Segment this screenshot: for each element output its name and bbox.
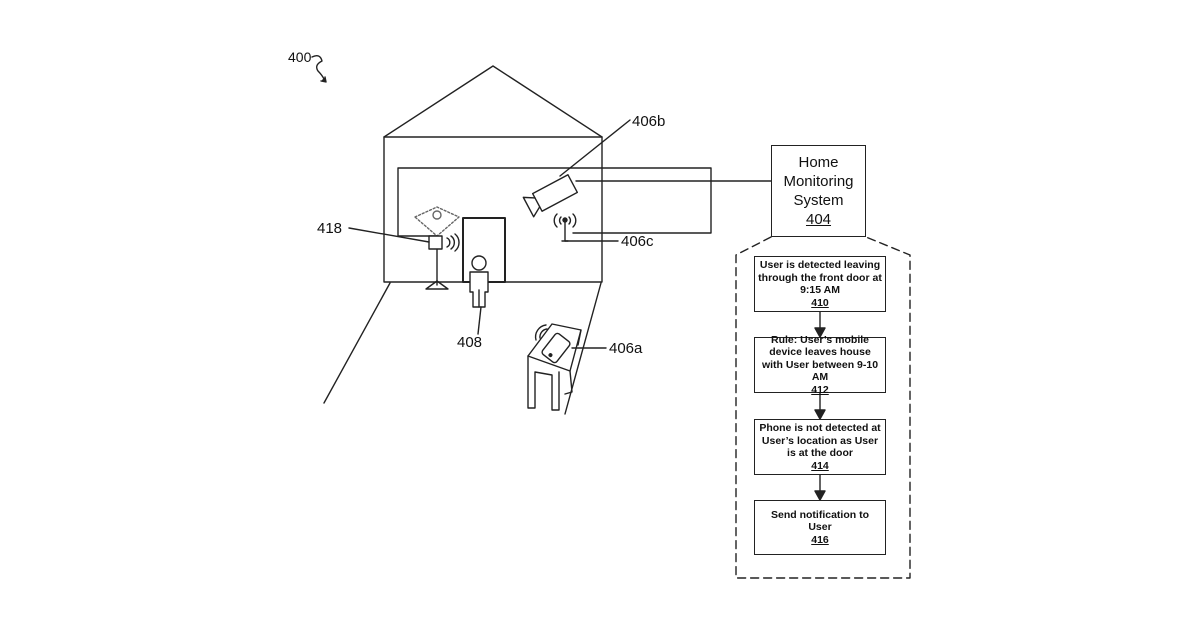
person-icon [470,256,488,307]
leader-408 [478,307,481,334]
system-line-1: Home [798,153,838,172]
system-line-3: System [793,191,843,210]
figure-number: 400 [288,49,312,65]
leader-418 [349,228,429,242]
label-wifi-hub: 406c [621,233,654,250]
label-lamp-device: 418 [317,220,342,237]
step-number: 412 [811,384,829,397]
flow-step-414: Phone is not detected at User’s location… [754,419,886,475]
system-number: 404 [806,210,831,229]
flow-step-412: Rule: User’s mobile device leaves house … [754,337,886,393]
system-line-2: Monitoring [783,172,853,191]
step-text: User is detected leaving through the fro… [758,259,882,297]
house-wall [384,137,602,282]
label-camera: 406b [632,113,665,130]
label-user: 408 [457,334,482,351]
wifi-hub-icon [554,214,618,241]
home-monitoring-system-box: Home Monitoring System 404 [771,145,866,237]
step-text: Phone is not detected at User’s location… [758,422,882,460]
step-number: 410 [811,297,829,310]
ground-line-left [324,283,390,403]
figure-arrow [312,56,324,79]
step-number: 416 [811,534,829,547]
label-phone: 406a [609,340,643,357]
step-text: Rule: User’s mobile device leaves house … [758,334,882,384]
step-text: Send notification to User [758,509,882,534]
flow-step-416: Send notification to User 416 [754,500,886,555]
smart-device-icon [429,234,459,251]
house-roof [384,66,602,137]
step-number: 414 [811,460,829,473]
flow-step-410: User is detected leaving through the fro… [754,256,886,312]
